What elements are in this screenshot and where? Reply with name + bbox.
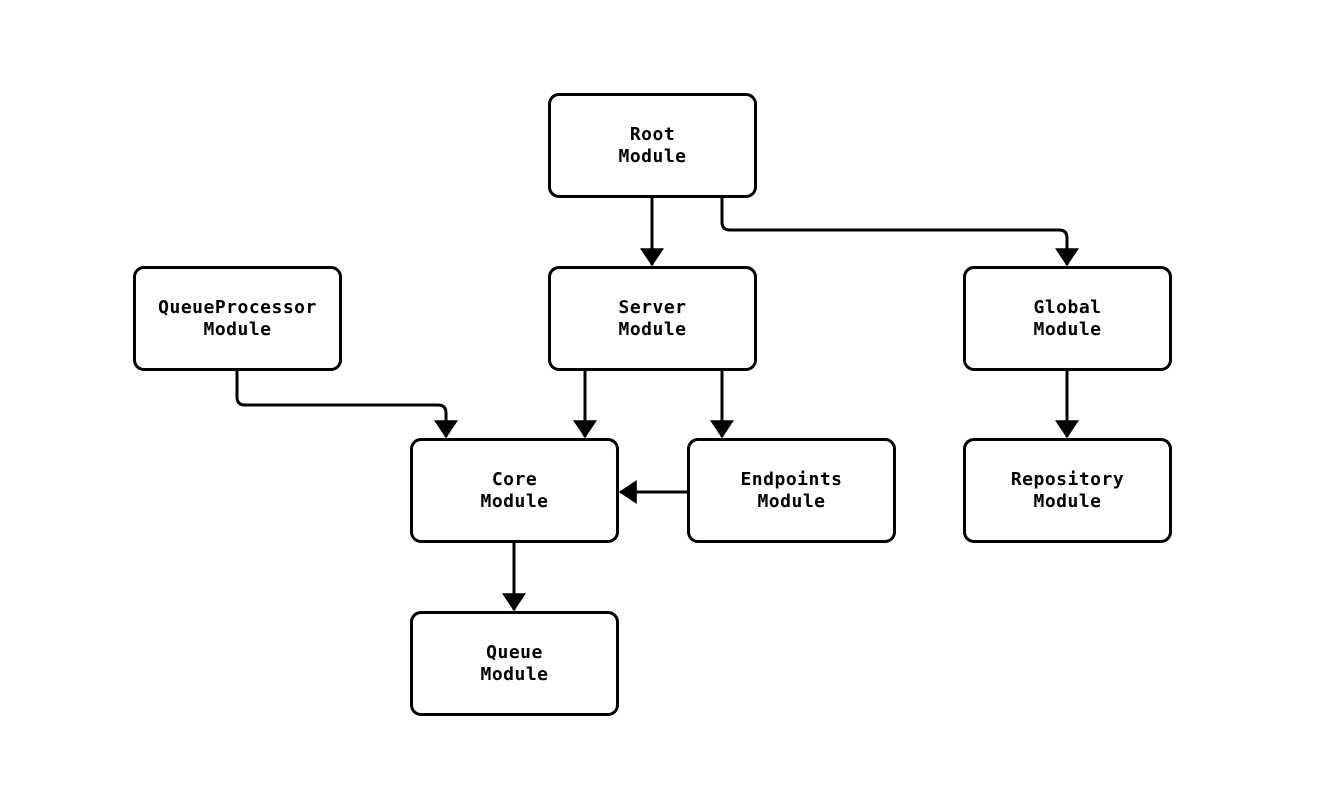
- node-repository-module: Repository Module: [963, 438, 1172, 543]
- node-server-module: Server Module: [548, 266, 757, 371]
- node-label: QueueProcessor Module: [158, 296, 317, 340]
- node-label: Server Module: [618, 296, 687, 340]
- node-core-module: Core Module: [410, 438, 619, 543]
- edge-group: [235, 198, 1079, 612]
- edge-queueprocessor-to-core: [235, 371, 458, 439]
- node-global-module: Global Module: [963, 266, 1172, 371]
- node-label: Global Module: [1033, 296, 1102, 340]
- node-queue-module: Queue Module: [410, 611, 619, 716]
- node-label: Core Module: [480, 468, 549, 512]
- edge-root-to-global: [720, 198, 1079, 267]
- node-label: Endpoints Module: [740, 468, 843, 512]
- node-endpoints-module: Endpoints Module: [687, 438, 896, 543]
- node-label: Root Module: [618, 123, 687, 167]
- node-label: Queue Module: [480, 641, 549, 685]
- node-queueprocessor-module: QueueProcessor Module: [133, 266, 342, 371]
- node-root-module: Root Module: [548, 93, 757, 198]
- node-label: Repository Module: [1010, 468, 1125, 512]
